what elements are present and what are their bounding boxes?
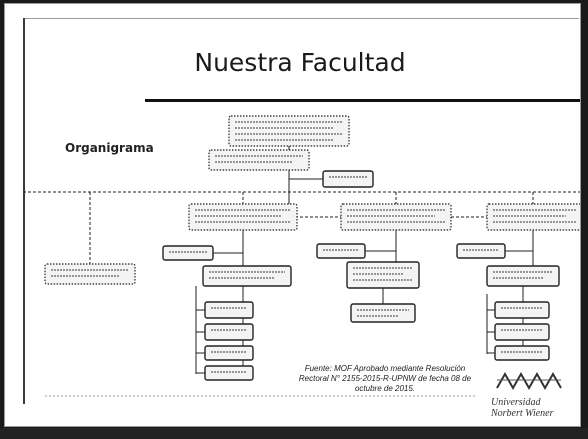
- org-box-escuela-1: [188, 203, 298, 231]
- org-box-izquierda: [44, 263, 136, 285]
- org-box-escuela-2-coord: [346, 261, 420, 289]
- org-box-facultad: [228, 115, 350, 147]
- org-box-escuela-1-sub-3: [204, 345, 254, 361]
- org-box-escuela-1-sub-4: [204, 365, 254, 381]
- org-box-escuela-1-sec: [162, 245, 214, 261]
- org-box-escuela-3-sub-3: [494, 345, 550, 361]
- org-box-escuela-3-sec: [456, 243, 506, 259]
- bottom-taskbar-strip: [0, 428, 588, 439]
- org-box-escuela-3: [486, 203, 580, 231]
- slide-top-frame: [23, 18, 579, 19]
- org-box-escuela-1-sub-1: [204, 301, 254, 319]
- org-box-escuela-1-coord: [202, 265, 292, 287]
- org-box-escuela-2: [340, 203, 452, 231]
- org-box-escuela-3-coord: [486, 265, 560, 287]
- org-box-escuela-2-unidad: [350, 303, 416, 323]
- slide-left-frame: [23, 18, 25, 404]
- org-box-staff: [322, 170, 374, 188]
- source-note: Fuente: MOF Aprobado mediante Resolución…: [298, 364, 472, 393]
- org-box-escuela-3-sub-2: [494, 323, 550, 341]
- slide-title: Nuestra Facultad: [194, 48, 406, 77]
- university-logo-text: Universidad Norbert Wiener: [491, 397, 554, 419]
- organigrama-label: Organigrama: [65, 141, 154, 155]
- org-box-escuela-2-sec: [316, 243, 366, 259]
- org-box-escuela-3-sub-1: [494, 301, 550, 319]
- org-chart: [23, 115, 580, 397]
- university-logo-icon: [496, 371, 562, 391]
- org-box-consejo: [208, 149, 310, 171]
- org-box-escuela-1-sub-2: [204, 323, 254, 341]
- slide: Nuestra Facultad Organigrama Fuente: MOF…: [4, 3, 581, 427]
- title-underline: [145, 99, 580, 102]
